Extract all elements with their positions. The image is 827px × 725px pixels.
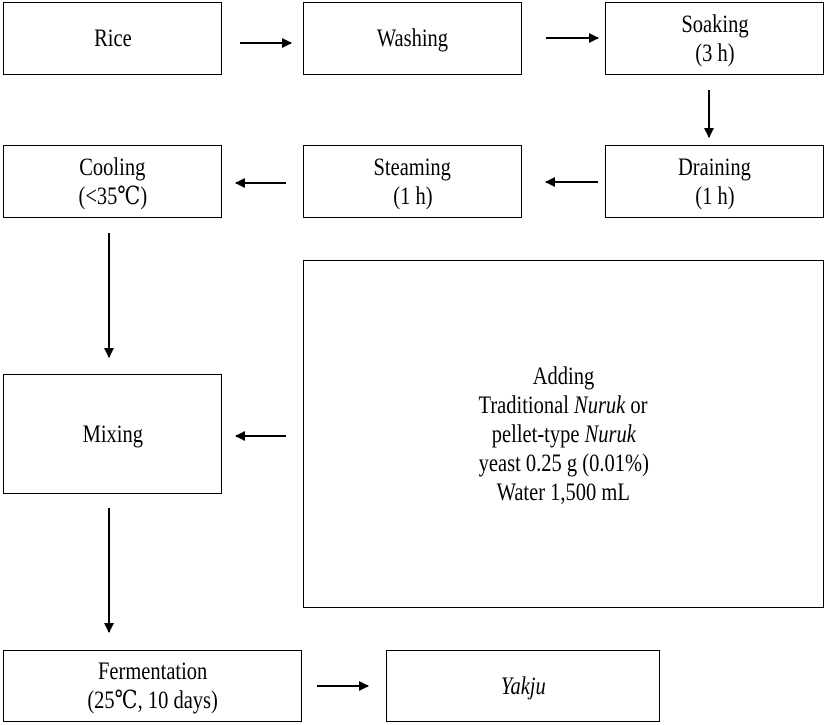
rice-box: Rice <box>3 2 222 75</box>
adding-line2-nuruk: Nuruk <box>584 420 636 448</box>
rice-label: Rice <box>93 25 132 52</box>
washing-label: Washing <box>376 25 449 52</box>
washing-box: Washing <box>303 2 522 75</box>
adding-line2-prefix: pellet-type <box>491 420 585 448</box>
cooling-temperature: (<35℃) <box>78 182 147 210</box>
yakju-box: Yakju <box>386 650 660 722</box>
cooling-label: Cooling <box>79 153 146 181</box>
adding-box: Adding Traditional Nuruk or pellet-type … <box>303 260 824 608</box>
fermentation-label: Fermentation <box>97 658 208 685</box>
soaking-duration: (3 h) <box>694 39 735 67</box>
adding-traditional-nuruk: Traditional Nuruk or <box>479 391 648 420</box>
adding-line1-nuruk: Nuruk <box>574 391 626 419</box>
soaking-label: Soaking <box>680 10 749 38</box>
soaking-box: Soaking (3 h) <box>605 2 824 75</box>
draining-box: Draining (1 h) <box>605 145 824 218</box>
adding-line1-suffix: or <box>625 391 648 419</box>
steaming-duration: (1 h) <box>392 182 433 210</box>
adding-title: Adding <box>532 362 595 390</box>
adding-line1-prefix: Traditional <box>479 391 575 419</box>
draining-duration: (1 h) <box>694 182 735 210</box>
adding-yeast: yeast 0.25 g (0.01%) <box>478 449 649 477</box>
steaming-box: Steaming (1 h) <box>303 145 522 218</box>
yakju-label: Yakju <box>501 672 546 701</box>
steaming-label: Steaming <box>373 153 452 181</box>
fermentation-box: Fermentation (25℃, 10 days) <box>3 650 302 722</box>
adding-water: Water 1,500 mL <box>496 478 631 506</box>
yakju-italic: Yakju <box>500 672 546 700</box>
mixing-label: Mixing <box>82 420 143 448</box>
mixing-box: Mixing <box>3 374 222 494</box>
draining-label: Draining <box>678 153 751 181</box>
cooling-box: Cooling (<35℃) <box>3 145 222 218</box>
fermentation-conditions: (25℃, 10 days) <box>87 687 218 714</box>
adding-pellet-nuruk: pellet-type Nuruk <box>491 420 635 449</box>
